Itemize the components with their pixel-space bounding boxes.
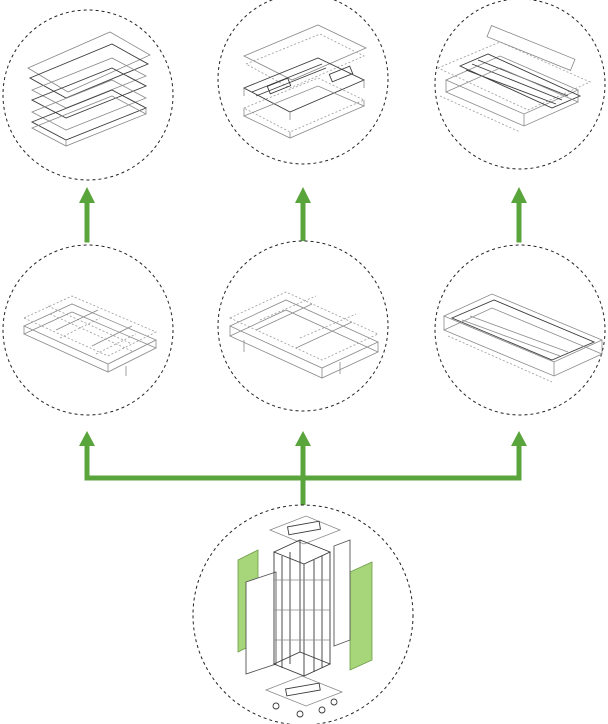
cable-tray-icon [437,25,591,133]
rack-frame-grid-icon [23,295,157,376]
node-base-rack-exploded [192,504,414,724]
rack-frame-rails-icon [229,291,379,379]
layered-plates-icon [27,31,151,147]
node-stack-center [217,0,389,165]
node-frame-right [434,244,606,416]
node-frame-left [2,244,174,416]
arrowhead-to-stack-center [295,187,311,203]
front-door-panel [245,571,277,675]
node-frame-center [217,240,389,412]
arrowhead-to-stack-left [79,187,95,203]
arrowhead-to-frame-center [295,431,311,446]
arrowhead-to-frame-right [511,431,527,446]
rack-frame-tray-icon [443,293,603,383]
node-stack-right [434,0,606,170]
arrowhead-to-frame-left [79,431,95,446]
server-rack-exploded-icon [237,515,373,718]
trunk-connector [84,442,522,511]
connectors [79,187,527,511]
rail-assembly-icon [242,24,367,139]
arrowhead-to-stack-right [511,187,527,203]
node-stack-left [2,9,174,181]
right-side-panel [349,561,373,671]
